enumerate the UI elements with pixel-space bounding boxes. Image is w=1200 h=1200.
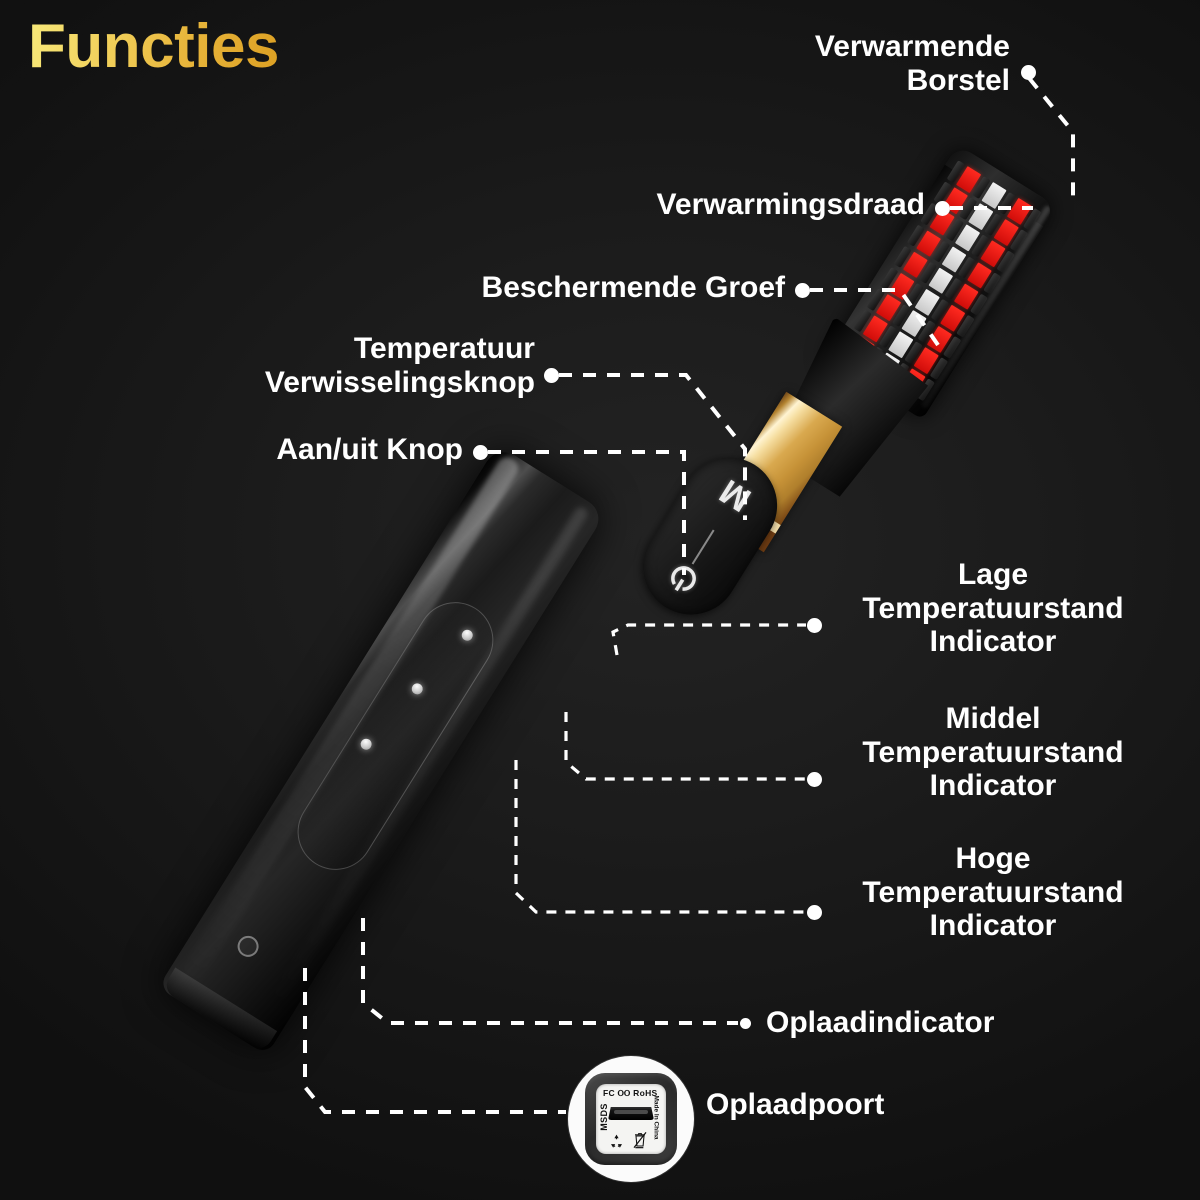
leader-verwarmende-borstel <box>1027 76 1075 205</box>
annotation-label-hoge-temperatuurstand-indicator: Hoge Temperatuurstand Indicator <box>862 842 1124 943</box>
leader-dot-hoge-temperatuur <box>807 905 822 920</box>
leader-dot-aan-uit-knop <box>473 445 488 460</box>
leader-dot-lage-temperatuur <box>807 618 822 633</box>
charging-port-label-plate: FC ⲞⲞ RoHS MSDS Made In China <box>596 1084 666 1154</box>
annotation-label-oplaadpoort: Oplaadpoort <box>706 1088 885 1121</box>
leader-temperatuur-knop <box>559 373 747 520</box>
leader-oplaadpoort <box>303 968 566 1114</box>
annotation-label-oplaadindicator: Oplaadindicator <box>766 1006 995 1039</box>
annotation-label-verwarmende-borstel: Verwarmende Borstel <box>814 30 1010 97</box>
leader-lage-temperatuur <box>611 623 806 656</box>
certification-marks: FC ⲞⲞ RoHS <box>603 1088 658 1098</box>
leader-dot-beschermende-groef <box>795 283 810 298</box>
leader-dot-verwarmende-borstel <box>1021 65 1036 80</box>
charging-port-inset: FC ⲞⲞ RoHS MSDS Made In China <box>568 1056 694 1182</box>
leader-oplaadindicator <box>361 918 738 1025</box>
msds-mark: MSDS <box>598 1103 609 1131</box>
annotation-label-temperatuur-verwisselingsknop: Temperatuur Verwisselingsknop <box>264 332 535 399</box>
leader-dot-verwarmingsdraad <box>935 201 950 216</box>
origin-mark: Made In China <box>652 1095 660 1140</box>
annotation-label-lage-temperatuurstand-indicator: Lage Temperatuurstand Indicator <box>862 558 1124 659</box>
recycle-icon <box>611 1134 622 1148</box>
leader-middel-temperatuur <box>564 712 806 781</box>
annotation-label-verwarmingsdraad: Verwarmingsdraad <box>656 188 925 221</box>
annotation-label-beschermende-groef: Beschermende Groef <box>481 271 785 304</box>
micro-usb-slot <box>608 1107 654 1120</box>
charging-port-bezel: FC ⲞⲞ RoHS MSDS Made In China <box>585 1073 677 1165</box>
leader-dot-temperatuur-knop <box>544 368 559 383</box>
annotation-label-middel-temperatuurstand-indicator: Middel Temperatuurstand Indicator <box>862 702 1124 803</box>
leader-aan-uit-knop <box>488 450 686 575</box>
annotation-label-aan-uit-knop: Aan/uit Knop <box>276 433 463 466</box>
weee-bin-icon <box>633 1131 647 1149</box>
leader-beschermende-groef <box>810 288 940 347</box>
leader-dot-middel-temperatuur <box>807 772 822 787</box>
leader-dot-oplaadindicator <box>740 1018 751 1029</box>
leader-hoge-temperatuur <box>514 760 806 914</box>
page-title: Functies <box>28 12 279 81</box>
